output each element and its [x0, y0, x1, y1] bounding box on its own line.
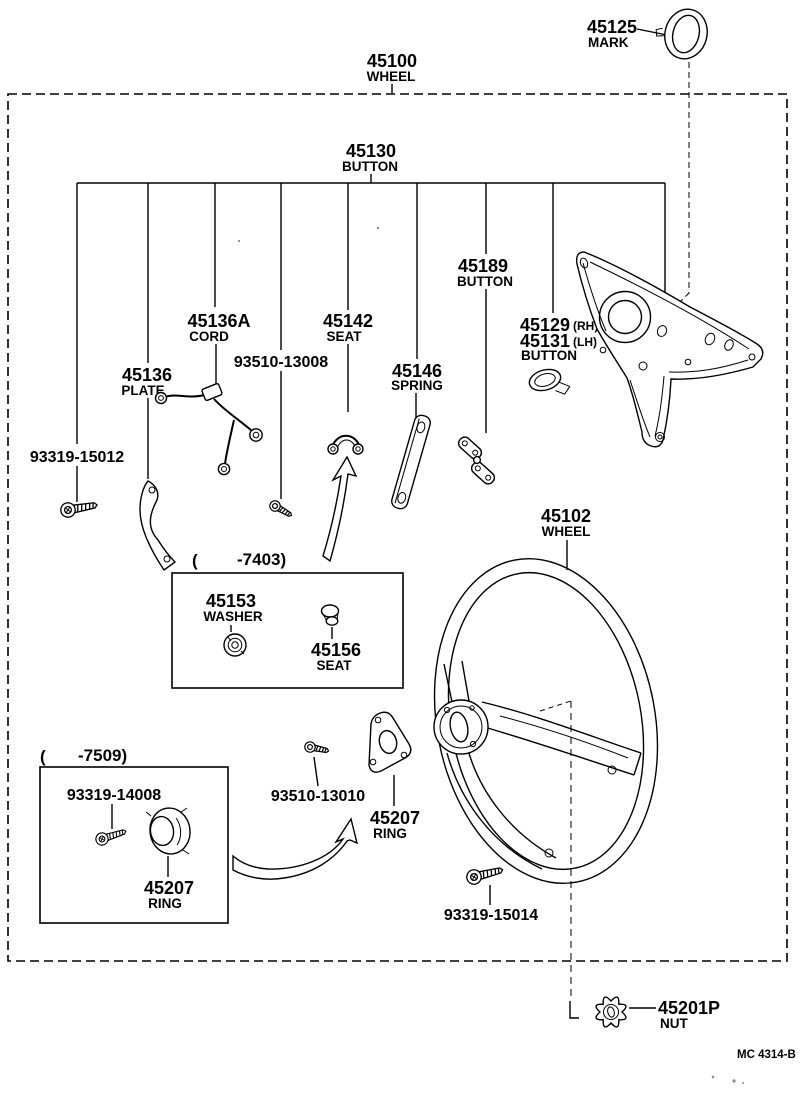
plate-drawing: [139, 480, 177, 571]
label-45130: 45130 BUTTON: [342, 141, 398, 183]
part-number-45136A: 45136A: [187, 311, 250, 331]
seat-45156-drawing: [320, 604, 340, 626]
screw-14008-drawing: [93, 824, 129, 848]
part-number-45207-box: 45207: [144, 878, 194, 898]
spring-drawing: [391, 414, 431, 510]
label-45136A: 45136A CORD: [187, 311, 251, 384]
label-45207-main: 45207 RING: [370, 775, 420, 841]
assembly-arrow-lower: [232, 817, 359, 880]
part-number-93510-13010: 93510-13010: [271, 788, 365, 805]
washer-drawing: [223, 633, 247, 657]
part-name-45136A: CORD: [189, 329, 229, 344]
part-number-45142: 45142: [323, 311, 373, 331]
part-number-45131: 45131: [520, 331, 570, 351]
part-name-45207-box: RING: [148, 896, 182, 911]
label-45146: 45146 SPRING: [391, 361, 443, 419]
part-number-45189: 45189: [458, 256, 508, 276]
label-93319-15014: 93319-15014: [444, 885, 538, 924]
part-number-45130: 45130: [346, 141, 396, 161]
range-7509-box: ( -7509) 93319-14008 45207 RING: [39, 746, 229, 924]
part-name-45146: SPRING: [391, 378, 443, 393]
screw-13010-drawing: [303, 740, 331, 757]
part-number-45136: 45136: [122, 365, 172, 385]
part-number-45100: 45100: [367, 51, 417, 71]
part-name-45100: WHEEL: [367, 69, 416, 84]
scan-specks: [237, 226, 744, 1084]
part-name-45153: WASHER: [203, 609, 263, 624]
range-7403-label: -7403): [237, 550, 286, 569]
part-name-45201P: NUT: [660, 1016, 688, 1031]
label-45156: 45156 SEAT: [311, 627, 361, 673]
seat-45142-drawing: [327, 434, 364, 455]
cord-drawing: [154, 382, 263, 476]
label-93319-15012: 93319-15012: [30, 449, 124, 502]
button-rl-drawing: [528, 368, 571, 395]
assembly-arrow-upper: [322, 455, 358, 563]
part-number-45207: 45207: [370, 808, 420, 828]
label-45129-45131: 45129 (RH) 45131 (LH) BUTTON: [520, 315, 598, 363]
range-7509-label: -7509): [78, 746, 127, 765]
page-code: MC 4314-B: [737, 1049, 796, 1061]
ring-plate-drawing: [368, 711, 412, 773]
part-name-45207: RING: [373, 826, 407, 841]
leader-45125: [636, 28, 668, 36]
part-number-45102: 45102: [541, 506, 591, 526]
label-45125: 45125 MARK: [587, 17, 668, 50]
part-number-45156: 45156: [311, 640, 361, 660]
diagram-border: [7, 93, 788, 962]
label-93319-14008: 93319-14008: [67, 787, 161, 829]
part-number-93510-13008: 93510-13008: [234, 354, 328, 371]
part-number-45129: 45129: [520, 315, 570, 335]
part-side-lh: (LH): [573, 335, 597, 349]
screw-13008-drawing: [267, 498, 295, 521]
part-name-45102: WHEEL: [542, 524, 591, 539]
range-7403-box: ( -7403) 45153 WASHER 45156 SEAT: [171, 550, 404, 689]
ring-cup-drawing: [145, 807, 191, 855]
part-number-93319-15012: 93319-15012: [30, 449, 124, 466]
part-number-93319-14008: 93319-14008: [67, 787, 161, 804]
label-45207-box: 45207 RING: [144, 856, 194, 911]
label-45201P: 45201P NUT: [629, 998, 720, 1031]
screw-15014-drawing: [464, 862, 506, 887]
range-7509-open: (: [40, 747, 46, 766]
button-link-drawing: [457, 436, 496, 485]
label-45136: 45136 PLATE: [121, 365, 172, 479]
part-name-45136: PLATE: [121, 383, 164, 398]
emblem-dashed-leader: [680, 62, 690, 302]
horn-pad-drawing: [575, 251, 764, 448]
part-name-45189: BUTTON: [457, 274, 513, 289]
label-45189: 45189 BUTTON: [457, 256, 513, 433]
part-name-45142: SEAT: [326, 329, 362, 344]
part-number-45153: 45153: [206, 591, 256, 611]
emblem-mark-drawing: [655, 8, 708, 60]
button-group-bracket: [76, 182, 666, 444]
range-7403-open: (: [192, 551, 198, 570]
label-45100: 45100 WHEEL: [367, 51, 417, 93]
label-45102: 45102 WHEEL: [541, 506, 591, 570]
screw-15012-drawing: [59, 497, 99, 519]
part-name-45125: MARK: [588, 35, 629, 50]
part-name-45156: SEAT: [316, 658, 352, 673]
label-45142: 45142 SEAT: [323, 311, 373, 412]
label-93510-13008: 93510-13008: [234, 354, 328, 499]
part-number-45201P: 45201P: [658, 998, 720, 1018]
steering-wheel-drawing: [433, 557, 659, 1019]
label-93510-13010: 93510-13010: [271, 756, 365, 805]
label-45153: 45153 WASHER: [203, 591, 263, 632]
part-name-45130: BUTTON: [342, 159, 398, 174]
nut-drawing: [595, 996, 627, 1028]
part-number-45146: 45146: [392, 361, 442, 381]
part-side-rh: (RH): [573, 319, 598, 333]
part-number-93319-15014: 93319-15014: [444, 907, 538, 924]
part-name-45129-45131: BUTTON: [521, 348, 577, 363]
part-number-45125: 45125: [587, 17, 637, 37]
